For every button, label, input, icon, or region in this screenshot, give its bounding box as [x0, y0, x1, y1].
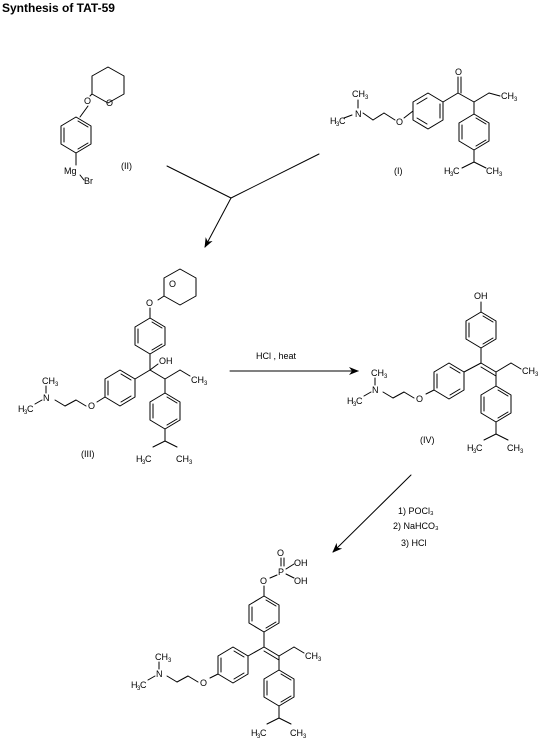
svg-text:O: O [84, 96, 91, 106]
svg-text:N: N [43, 393, 50, 403]
reagent-step2-1: 1) POCl₃ [398, 506, 434, 516]
svg-text:O: O [169, 279, 176, 289]
svg-text:CH: CH [371, 368, 384, 378]
svg-text:CH: CH [522, 366, 535, 376]
svg-text:N: N [355, 109, 362, 119]
svg-text:3: 3 [137, 686, 141, 692]
svg-text:3: 3 [336, 122, 340, 128]
svg-text:3: 3 [514, 97, 518, 103]
svg-text:3: 3 [204, 381, 208, 387]
reagent-step2-2: 2) NaHCO₃ [393, 521, 439, 531]
svg-text:C: C [476, 443, 483, 453]
compound-label-ii: (II) [121, 161, 132, 171]
svg-text:N: N [156, 669, 163, 679]
svg-text:C: C [27, 404, 34, 414]
svg-text:H: H [330, 116, 337, 126]
svg-text:O: O [455, 67, 462, 77]
svg-text:H: H [467, 443, 474, 453]
svg-text:Br: Br [84, 176, 93, 186]
svg-text:O: O [260, 576, 267, 586]
svg-text:O: O [416, 394, 423, 404]
svg-text:C: C [356, 396, 363, 406]
benzene-ring [60, 116, 92, 154]
svg-text:3: 3 [303, 734, 307, 740]
svg-text:3: 3 [189, 460, 193, 466]
svg-text:H: H [136, 454, 143, 464]
compound-label-i: (I) [394, 166, 403, 176]
svg-text:OH: OH [294, 558, 308, 568]
svg-text:C: C [145, 454, 152, 464]
svg-text:3: 3 [473, 449, 477, 455]
reaction-arrow-2 [332, 474, 412, 553]
svg-text:CH: CH [486, 166, 499, 176]
svg-text:Mg: Mg [64, 166, 77, 176]
svg-text:3: 3 [365, 95, 369, 101]
reagent-step2-3: 3) HCl [401, 538, 427, 548]
svg-text:CH: CH [305, 651, 318, 661]
svg-text:OH: OH [159, 356, 173, 366]
svg-text:H: H [347, 396, 354, 406]
svg-text:3: 3 [318, 657, 322, 663]
compound-label-iv: (IV) [420, 435, 435, 445]
svg-text:O: O [200, 678, 207, 688]
svg-text:O: O [146, 298, 153, 308]
svg-text:3: 3 [535, 372, 539, 378]
svg-text:3: 3 [55, 382, 59, 388]
svg-text:CH: CH [176, 454, 189, 464]
svg-text:CH: CH [501, 91, 514, 101]
svg-text:3: 3 [257, 734, 261, 740]
compound-ii-structure: O O Mg Br [60, 66, 125, 186]
svg-text:C: C [140, 680, 147, 690]
svg-text:H: H [18, 404, 25, 414]
svg-text:O: O [88, 401, 95, 411]
svg-text:CH: CH [507, 443, 520, 453]
svg-text:3: 3 [450, 172, 454, 178]
svg-text:N: N [372, 385, 379, 395]
svg-text:H: H [444, 166, 451, 176]
svg-text:3: 3 [24, 410, 28, 416]
svg-text:H: H [131, 680, 138, 690]
svg-text:CH: CH [155, 652, 168, 662]
svg-text:P: P [278, 567, 284, 577]
svg-text:3: 3 [520, 449, 524, 455]
svg-text:O: O [277, 548, 284, 558]
svg-text:CH: CH [42, 376, 55, 386]
svg-text:H: H [251, 728, 258, 738]
svg-text:OH: OH [294, 576, 308, 586]
svg-text:OH: OH [474, 291, 488, 301]
svg-text:C: C [453, 166, 460, 176]
page-title: Synthesis of TAT-59 [2, 1, 115, 15]
svg-text:CH: CH [290, 728, 303, 738]
svg-text:3: 3 [353, 402, 357, 408]
svg-text:CH: CH [352, 89, 365, 99]
svg-text:C: C [339, 116, 346, 126]
svg-text:C: C [260, 728, 267, 738]
svg-text:3: 3 [142, 460, 146, 466]
svg-text:3: 3 [384, 374, 388, 380]
svg-text:O: O [106, 98, 113, 108]
thp-ring [91, 66, 125, 104]
svg-text:3: 3 [499, 172, 503, 178]
compound-label-iii: (III) [81, 449, 95, 459]
reagent-step1: HCl , heat [256, 351, 297, 361]
svg-text:O: O [396, 117, 403, 127]
converging-arrow [166, 153, 320, 248]
svg-text:3: 3 [168, 658, 172, 664]
svg-text:CH: CH [191, 375, 204, 385]
